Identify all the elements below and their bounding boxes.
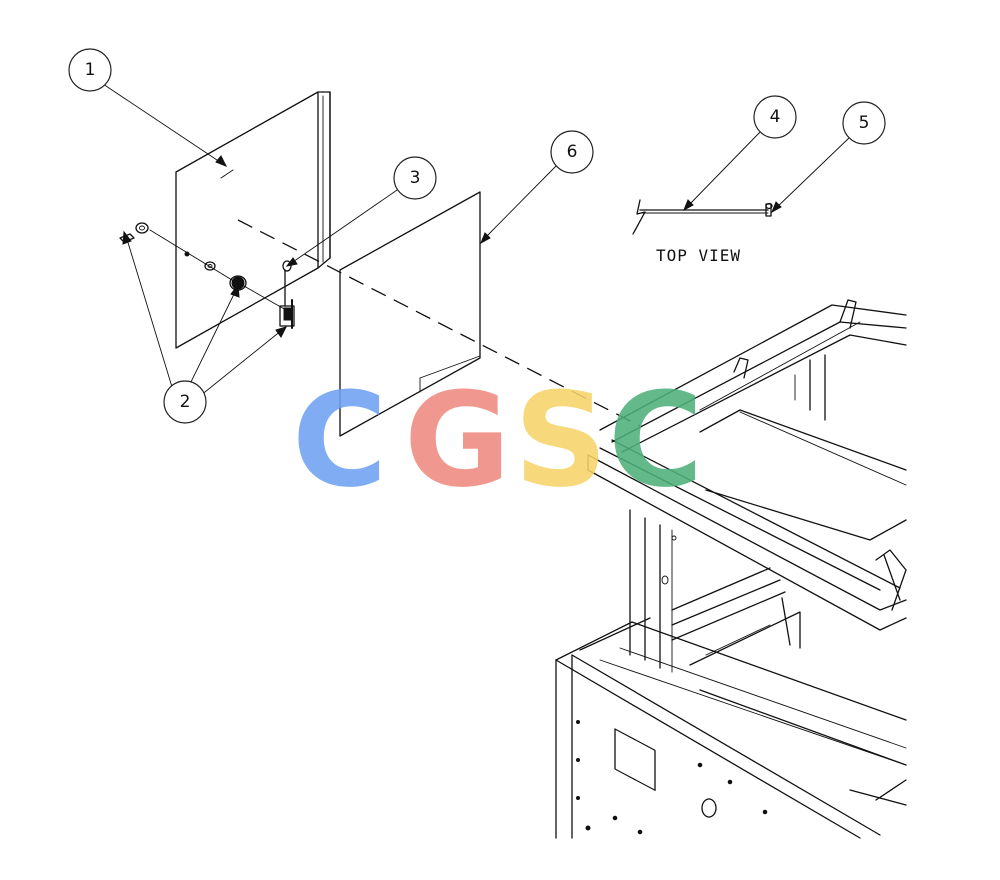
top-view-detail: TOP VIEW <box>632 199 773 265</box>
callout-5: 5 <box>842 101 886 145</box>
watermark-logo: C G S C <box>292 364 703 516</box>
washer-hardware <box>204 261 216 271</box>
watermark-letter-s: S <box>514 364 608 516</box>
watermark-letter-g: G <box>404 364 511 516</box>
assembly-axis <box>237 219 641 427</box>
callout-3-label: 3 <box>410 168 421 188</box>
callout-1-label: 1 <box>85 60 96 80</box>
watermark-letter-c1: C <box>292 364 387 516</box>
callout-3: 3 <box>393 156 437 200</box>
pin-part-3 <box>282 260 292 307</box>
callout-2-label: 2 <box>180 392 191 412</box>
callout-5-label: 5 <box>859 113 870 133</box>
callout-4: 4 <box>753 95 797 139</box>
watermark-letter-c2: C <box>608 364 703 516</box>
callout-6-label: 6 <box>567 142 578 162</box>
callout-2: 2 <box>163 380 207 424</box>
callout-1: 1 <box>68 48 112 92</box>
callout-4-label: 4 <box>770 107 781 127</box>
cabinet-assembly <box>555 299 907 839</box>
panel-part-1 <box>175 91 331 349</box>
callout-6: 6 <box>550 130 594 174</box>
latch-hardware <box>279 299 295 329</box>
leader-lines <box>102 83 851 397</box>
glass-sheet-part-6 <box>339 191 481 437</box>
top-view-caption: TOP VIEW <box>656 246 741 265</box>
hardware-part-2 <box>119 222 295 329</box>
